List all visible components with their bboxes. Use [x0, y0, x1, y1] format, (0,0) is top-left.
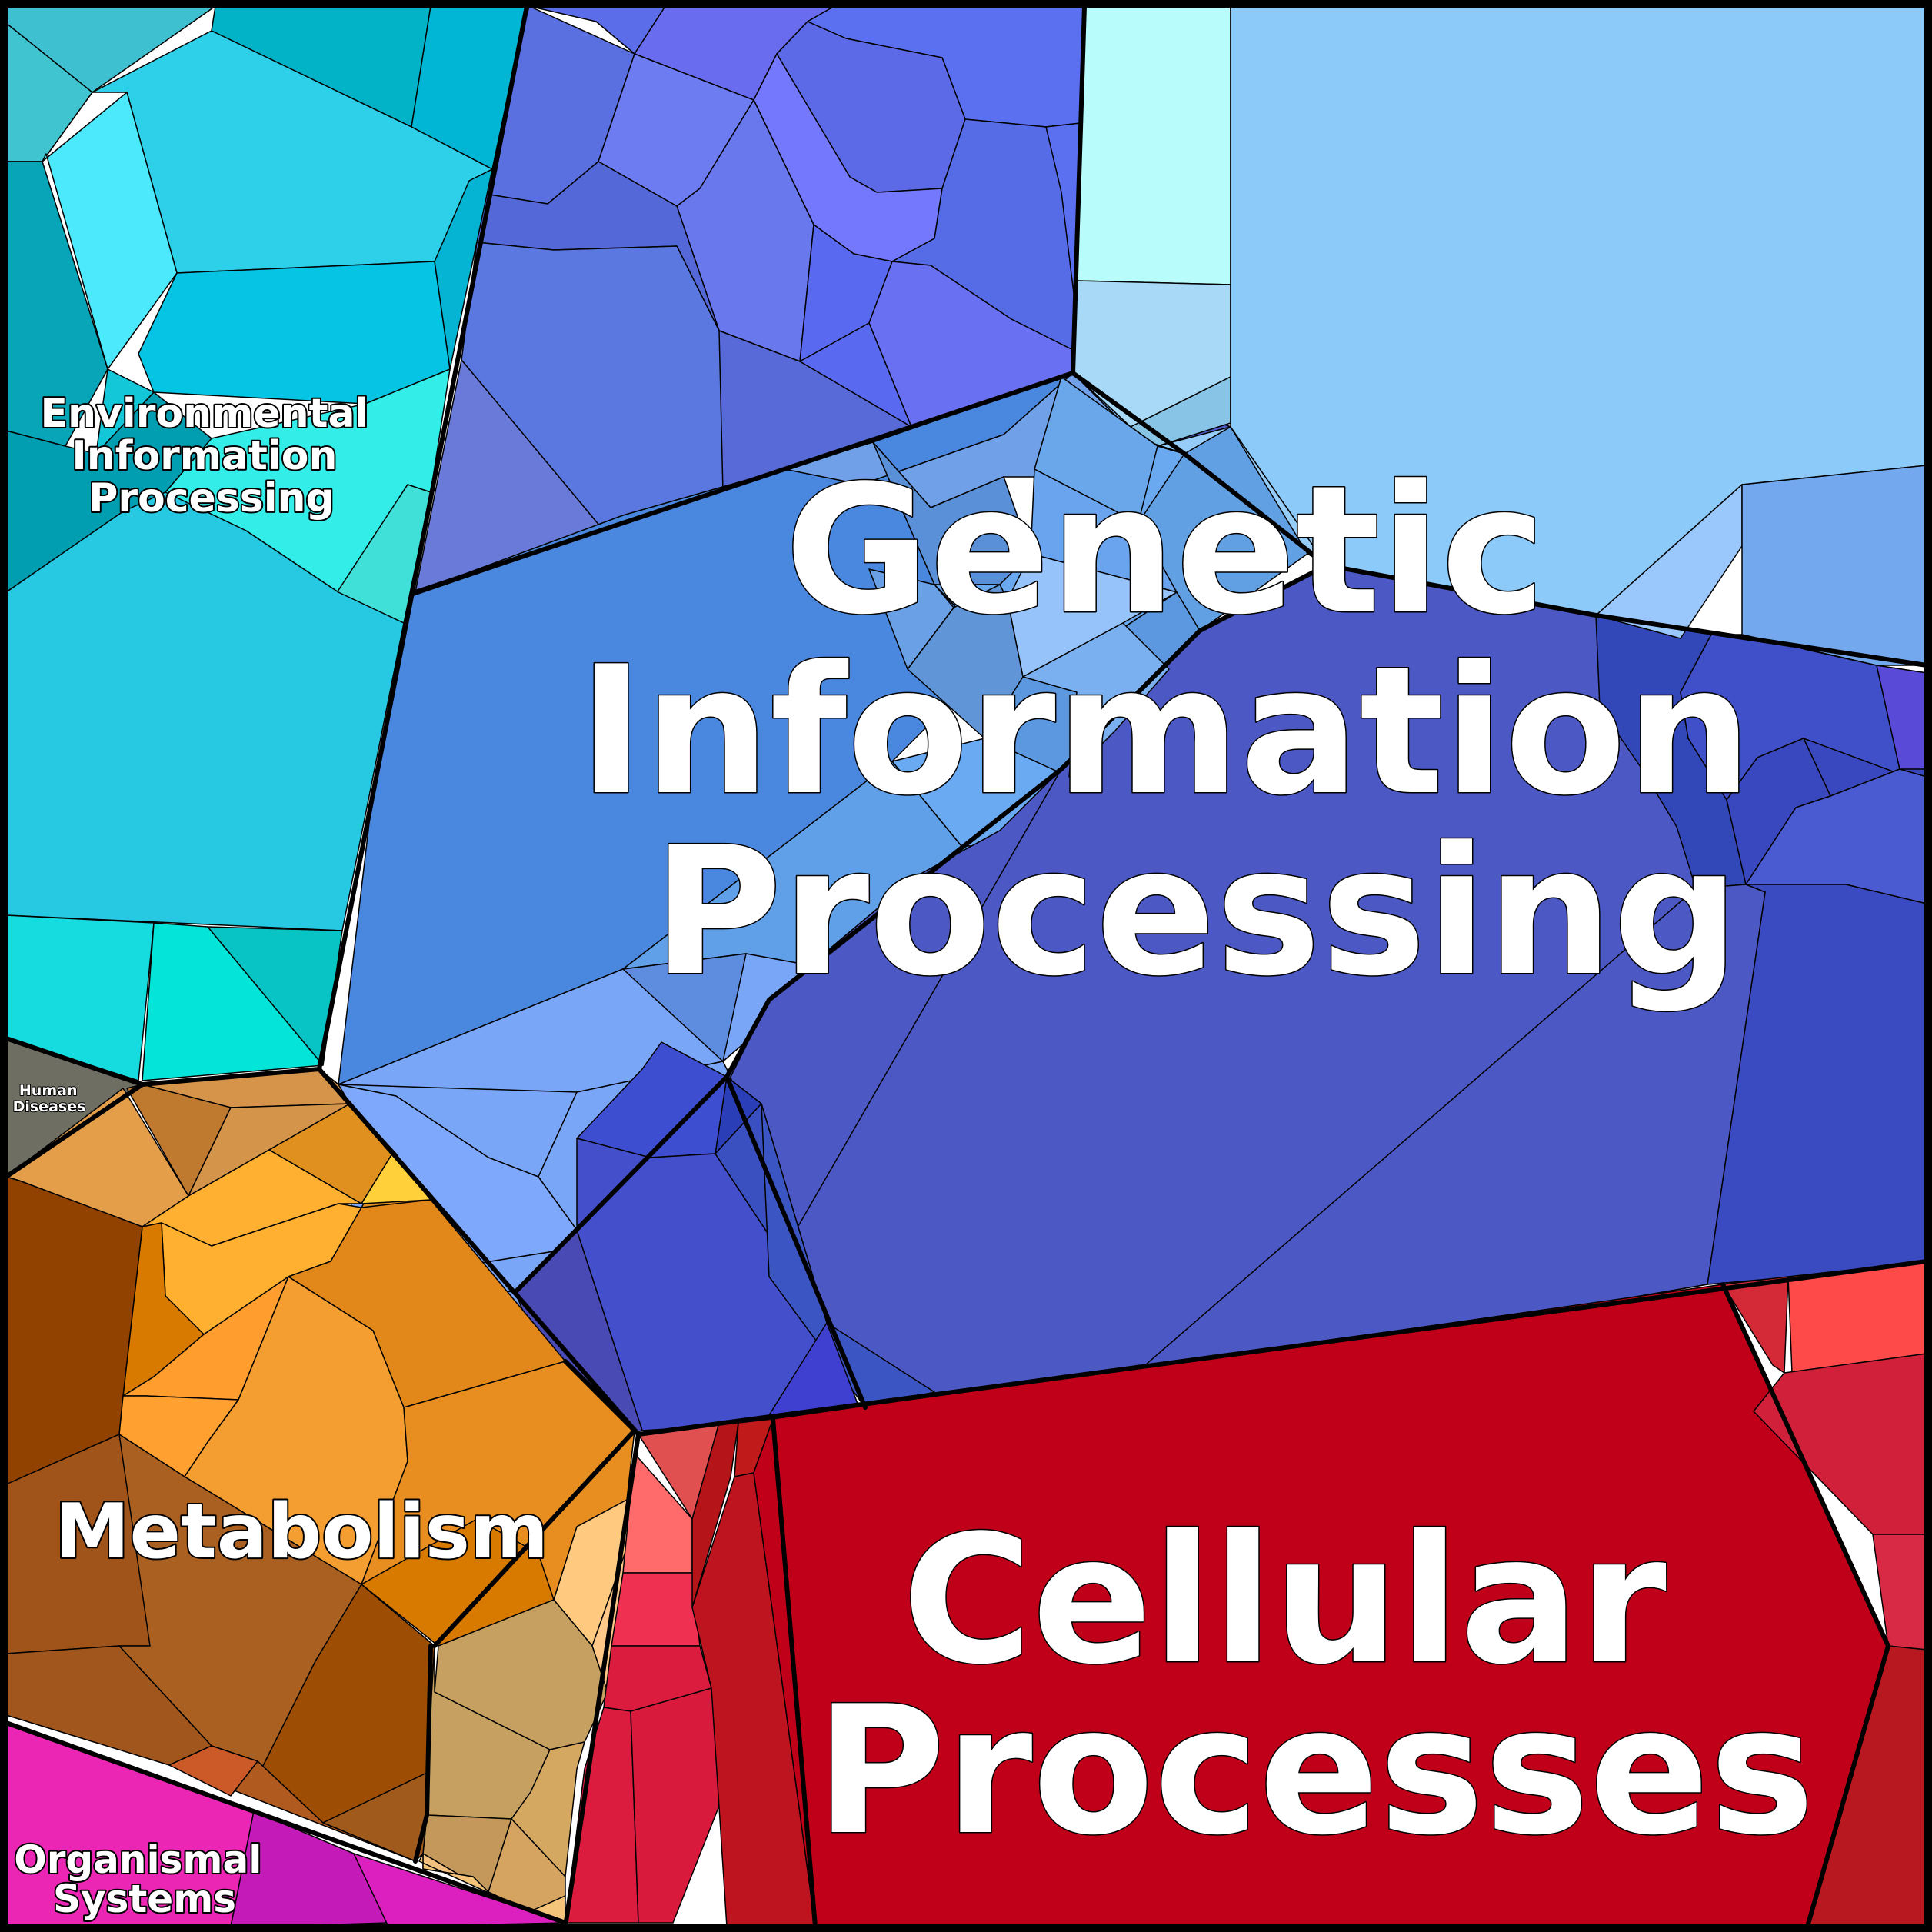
- region-cellular-processes: [565, 1261, 1927, 1927]
- labels: Environmental Information Processing Gen…: [12, 389, 1816, 1923]
- label-environmental-information-processing: Environmental Information Processing: [40, 391, 382, 521]
- label-genetic-information-processing: Genetic Information Processing: [578, 448, 1814, 1015]
- region-metabolism: [5, 1068, 639, 1924]
- category-boundaries: [4, 4, 1929, 1929]
- region-environmental-information-processing: [5, 5, 528, 1081]
- region-genetic-information-processing: [318, 5, 1927, 1451]
- label-metabolism: Metabolism: [55, 1488, 548, 1576]
- label-human-diseases: Human Diseases: [13, 1082, 86, 1115]
- label-cellular-processes: Cellular Processes: [815, 1498, 1814, 1874]
- label-organismal-systems: Organismal Systems: [14, 1837, 275, 1921]
